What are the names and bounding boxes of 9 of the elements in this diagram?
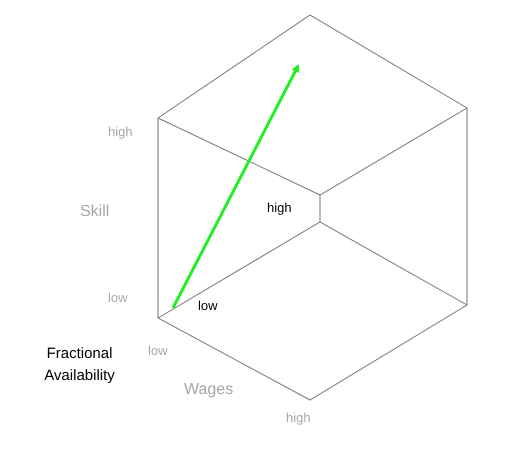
axis-label: Skill	[80, 203, 110, 221]
axis-label: Fractional Availability	[43, 344, 116, 386]
axis-label: low	[148, 343, 168, 358]
axis-label: low	[108, 290, 128, 305]
axis-label: Wages	[184, 381, 234, 399]
axis-label: high	[108, 124, 133, 139]
axis-label: low	[198, 298, 218, 313]
axis-label: high	[286, 410, 311, 425]
axis-label: high	[267, 200, 292, 215]
